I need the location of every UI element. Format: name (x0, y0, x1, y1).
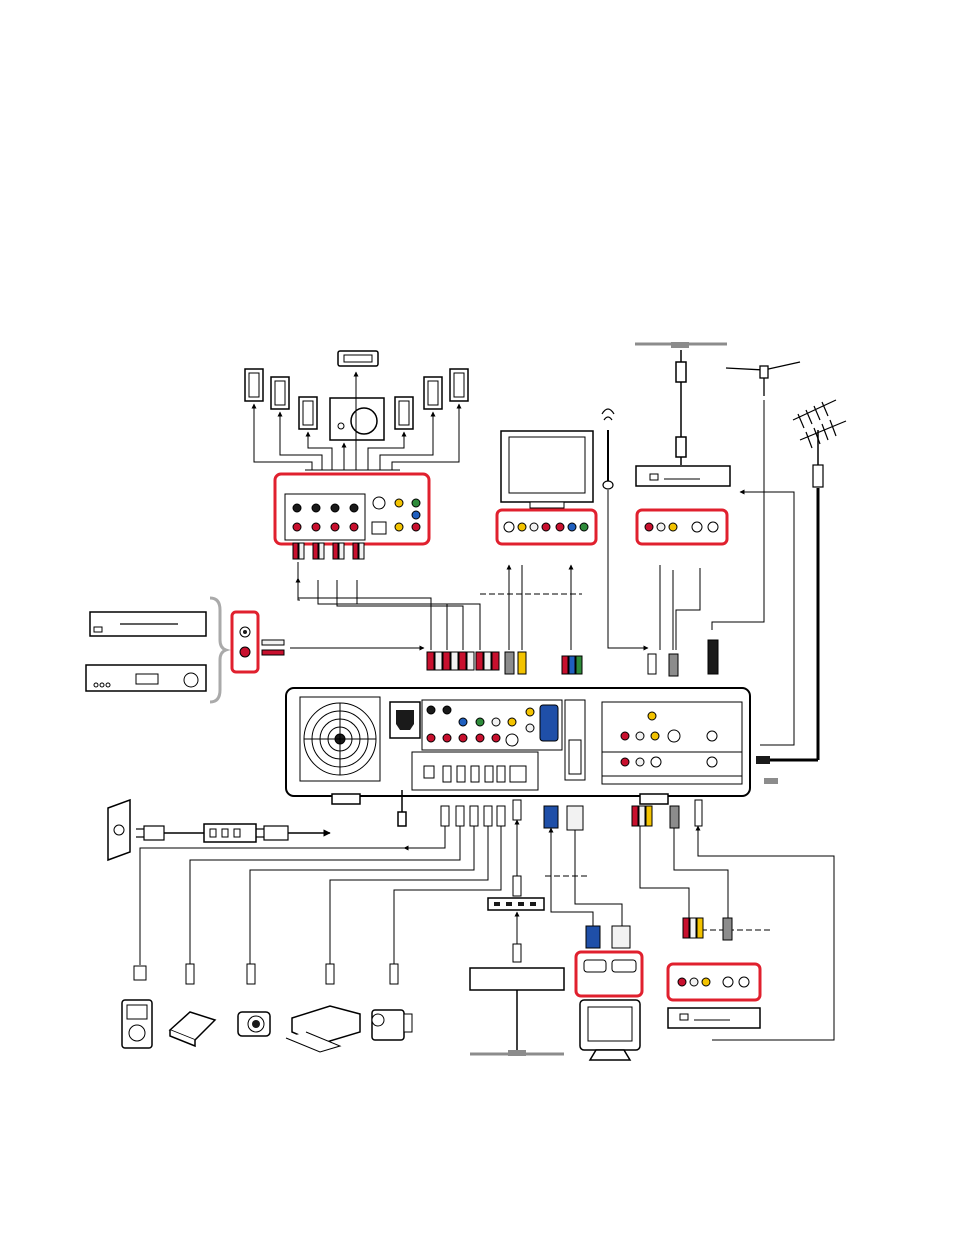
set-top-box-icon (668, 1008, 760, 1028)
drive-icon (170, 1012, 215, 1046)
audio-receiver-panel (275, 474, 429, 544)
rca-plug-icon (262, 640, 284, 655)
monitor-input-panel (576, 952, 642, 996)
dvd-player-icon (90, 612, 206, 636)
center-speaker-icon (338, 351, 378, 366)
wall-outlet-icon (108, 800, 130, 860)
camcorder-icon (372, 1010, 412, 1040)
video-connector-icon (544, 806, 630, 948)
stereo-audio-input (232, 612, 258, 672)
camera-icon (238, 1012, 270, 1036)
power-strip-icon (204, 824, 256, 842)
usb-cables (140, 820, 517, 965)
pc-rear-panel (286, 688, 778, 804)
subwoofer-icon (330, 398, 384, 440)
router-icon (470, 968, 564, 1052)
yagi-antenna-icon (793, 400, 846, 487)
av-input-panel (668, 964, 760, 1000)
set-top-box-panel (637, 510, 727, 544)
mp3-player-icon (122, 1000, 152, 1048)
tv-input-panel (497, 510, 596, 544)
tv-antenna-icon (726, 362, 800, 396)
set-top-box-icon (636, 466, 730, 486)
tv-icon (501, 431, 593, 508)
bracket (210, 598, 226, 702)
vcr-icon (86, 665, 206, 691)
network-cable (513, 912, 521, 962)
rca-plug-icon (427, 640, 718, 676)
coax-cable (676, 350, 686, 465)
hub-icon (488, 898, 544, 910)
video-cables (545, 828, 622, 926)
power-socket-icon (390, 702, 420, 738)
fm-antenna-icon (602, 409, 614, 489)
printer-icon (286, 1006, 360, 1052)
usb-plug-icon (134, 876, 521, 984)
monitor-icon (580, 1000, 640, 1060)
usb-plug-icon (441, 800, 521, 826)
